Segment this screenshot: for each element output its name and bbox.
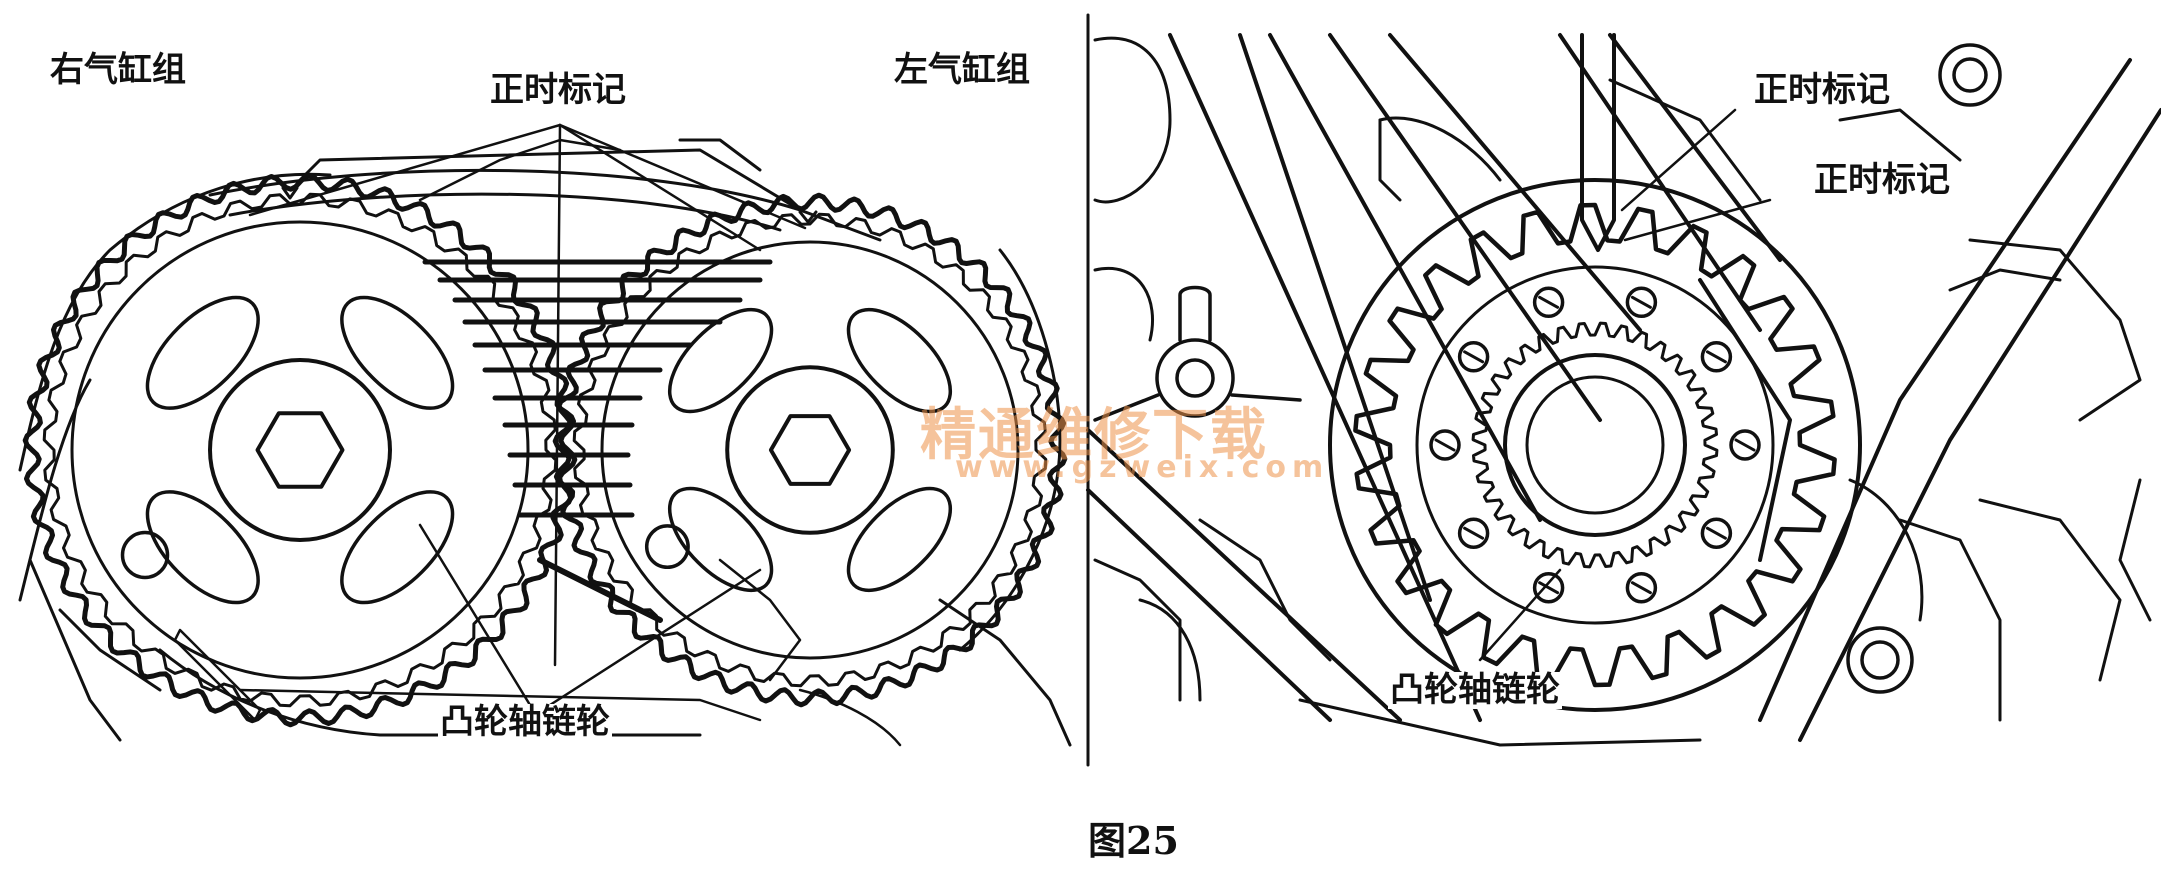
- label-left-cylinder-bank: 左气缸组: [892, 50, 1032, 90]
- figure-caption: 图25: [1088, 818, 1179, 863]
- watermark-url: www.gzweix.com: [955, 450, 1330, 485]
- watermark-text: 精通维修下载: [920, 403, 1268, 468]
- label-camshaft-sprocket-left-panel: 凸轮轴链轮: [438, 702, 612, 742]
- label-right-cylinder-bank: 右气缸组: [48, 50, 188, 90]
- label-timing-mark-right-panel-2: 正时标记: [1812, 160, 1952, 200]
- label-timing-mark-right-panel-1: 正时标记: [1752, 70, 1892, 110]
- label-timing-mark-left-panel: 正时标记: [488, 70, 628, 110]
- label-camshaft-sprocket-right-panel: 凸轮轴链轮: [1388, 670, 1562, 710]
